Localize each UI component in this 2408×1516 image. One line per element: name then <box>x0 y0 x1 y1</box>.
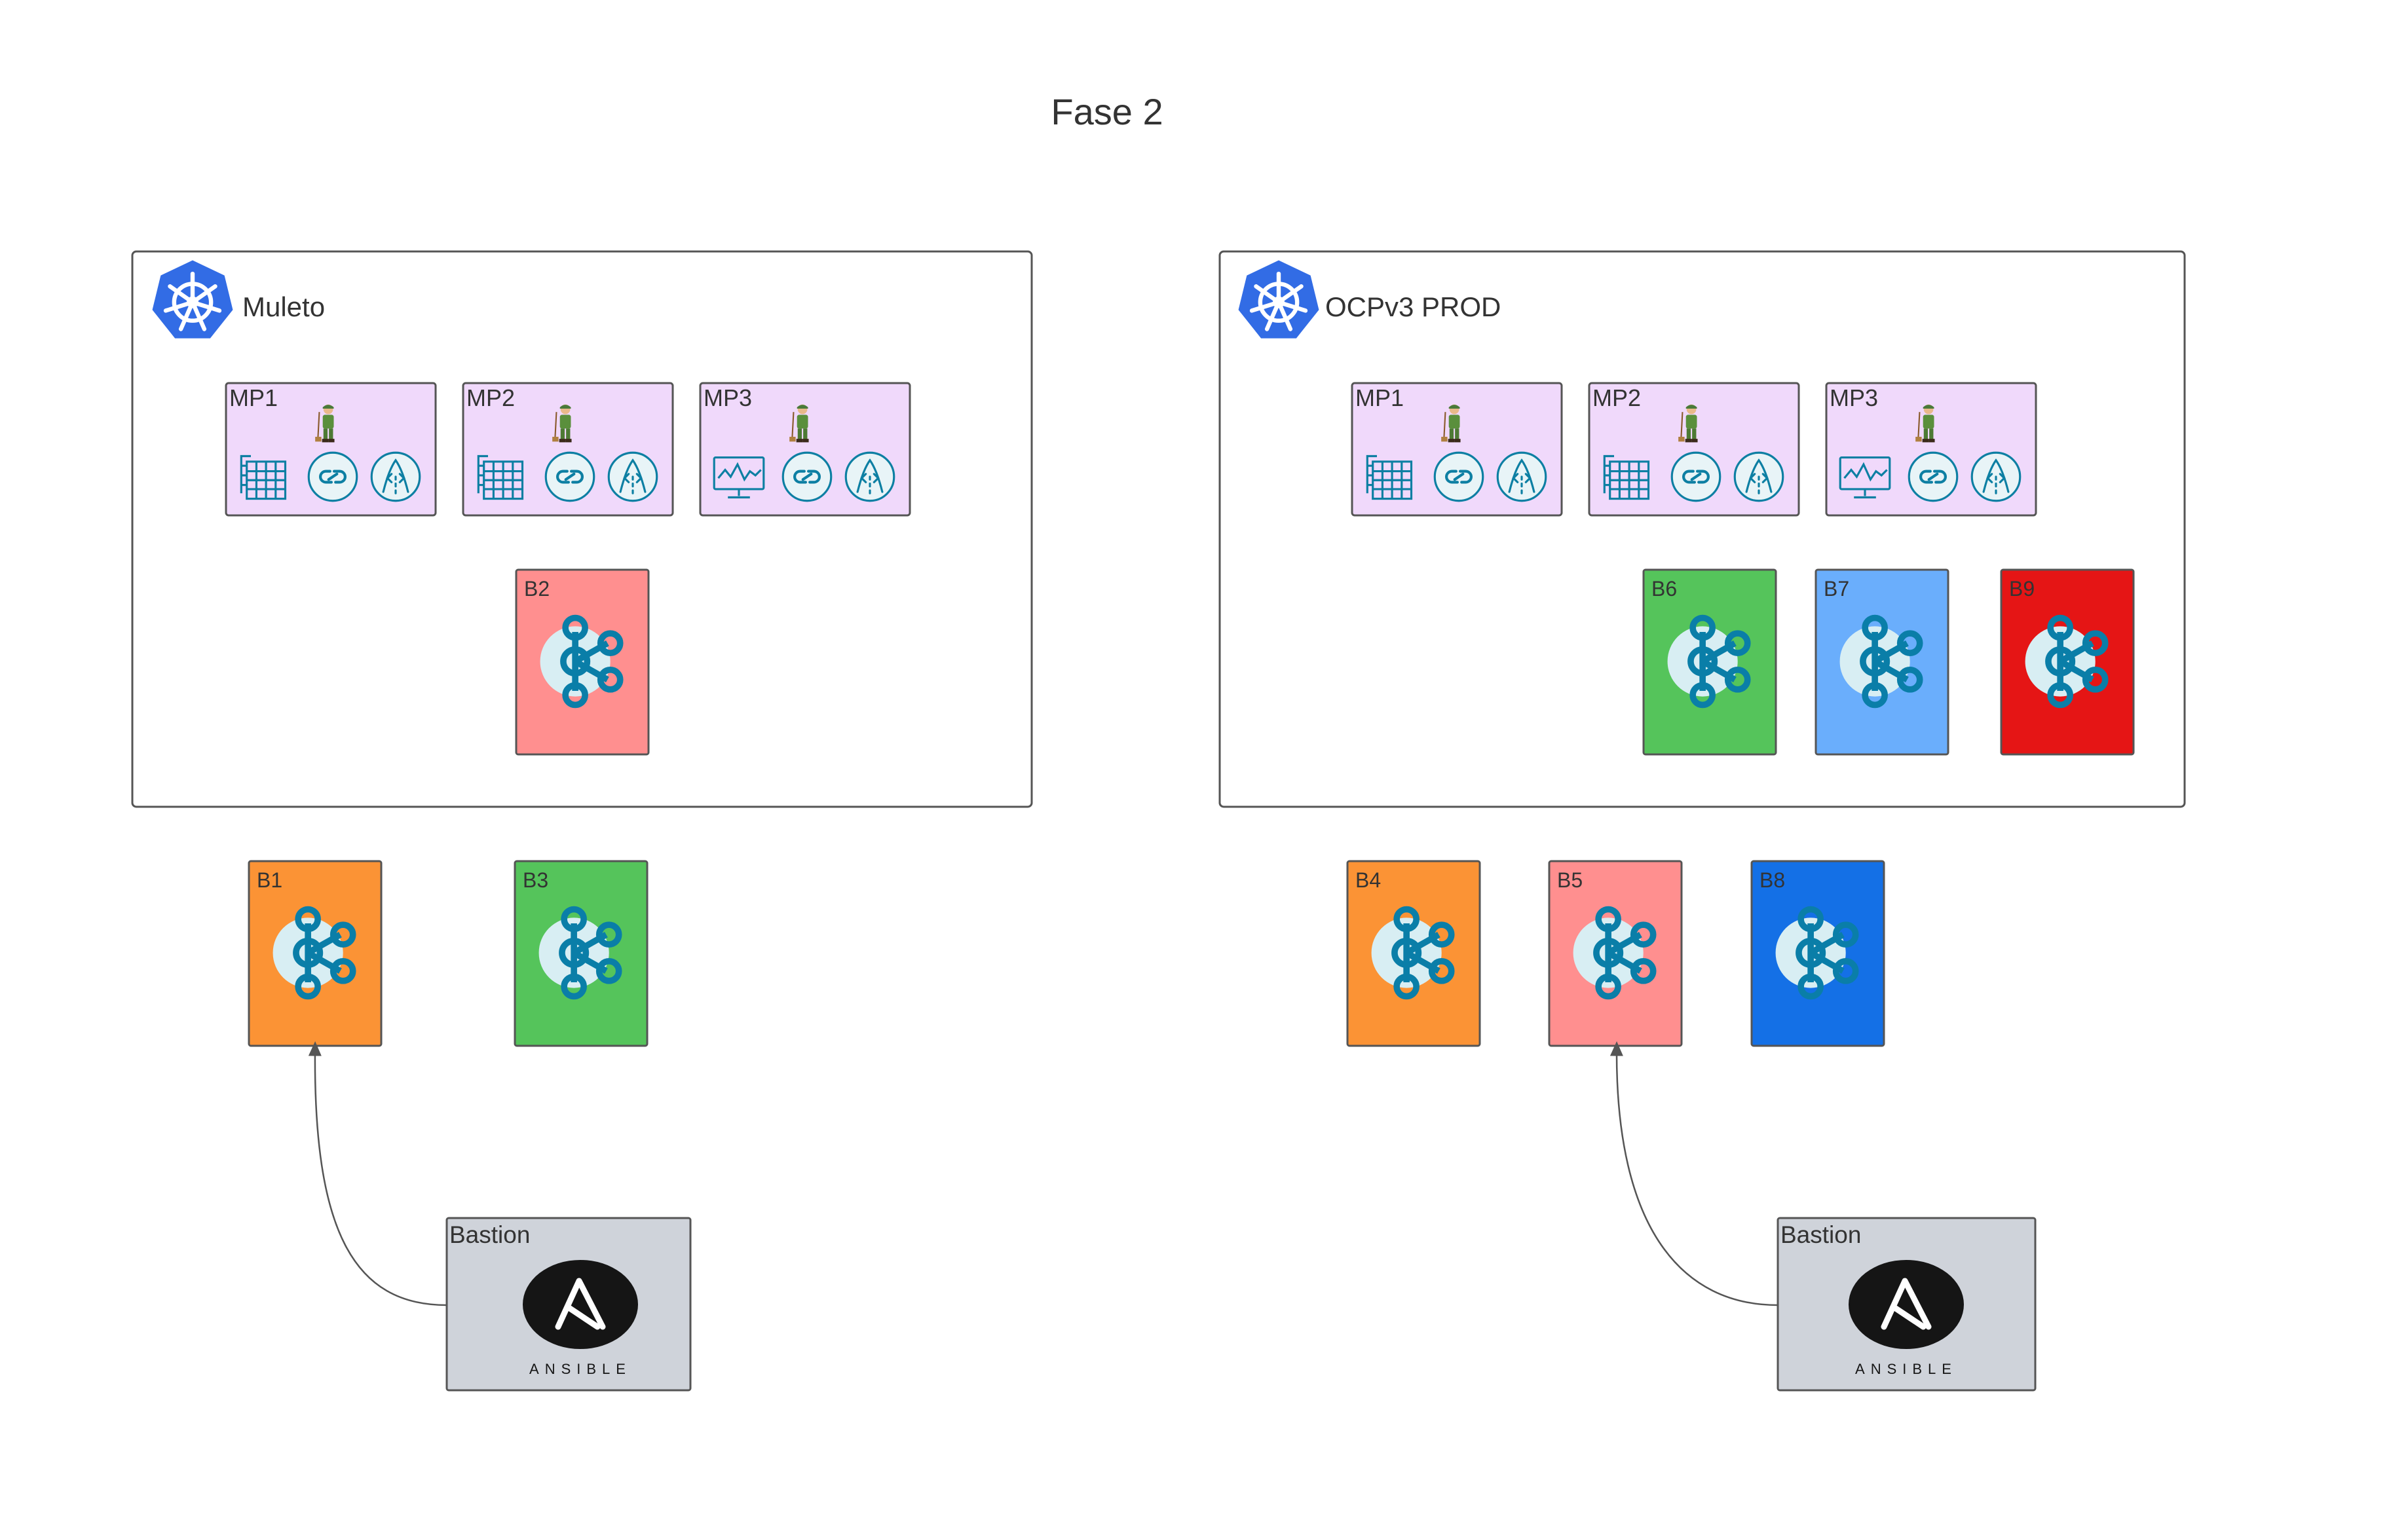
api-link-icon <box>1672 453 1720 501</box>
api-gateway-icon <box>1970 451 2022 502</box>
broker-b3[interactable]: B3 <box>514 860 649 1047</box>
broker-label: B3 <box>523 868 548 892</box>
pod-label: MP1 <box>229 384 278 411</box>
broker-label: B4 <box>1355 868 1381 892</box>
broker-label: B6 <box>1651 577 1677 601</box>
ansible-logo <box>523 1260 638 1349</box>
api-link-icon <box>783 453 831 501</box>
broker-b9[interactable]: B9 <box>2000 568 2135 756</box>
api-link-icon <box>309 453 357 501</box>
cluster-name: OCPv3 PROD <box>1325 291 1501 322</box>
api-link-icon <box>1435 453 1483 501</box>
ansible-wordmark: ANSIBLE <box>1855 1361 1957 1377</box>
pod-label: MP3 <box>1830 384 1878 411</box>
pod-label: MP1 <box>1355 384 1404 411</box>
broker-b7[interactable]: B7 <box>1815 568 1949 756</box>
api-gateway-icon <box>1496 451 1547 502</box>
broker-b5[interactable]: B5 <box>1548 860 1683 1047</box>
mule-pod-mp2[interactable]: MP2 <box>462 382 674 517</box>
mule-pod-mp3[interactable]: MP3 <box>699 382 911 517</box>
api-gateway-icon <box>370 451 421 502</box>
mule-pod-mp1[interactable]: MP1 <box>225 382 437 517</box>
connector-bastion-to-b1[interactable] <box>308 1041 447 1306</box>
broker-b2[interactable]: B2 <box>515 568 650 756</box>
broker-b6[interactable]: B6 <box>1642 568 1777 756</box>
broker-b1[interactable]: B1 <box>248 860 383 1047</box>
broker-label: B7 <box>1824 577 1849 601</box>
broker-label: B9 <box>2009 577 2035 601</box>
mule-pod-mp2[interactable]: MP2 <box>1588 382 1800 517</box>
pod-label: MP2 <box>466 384 515 411</box>
broker-b8[interactable]: B8 <box>1750 860 1885 1047</box>
broker-label: B5 <box>1557 868 1583 892</box>
bastion-label: Bastion <box>1780 1221 1861 1248</box>
cluster-name: Muleto <box>242 291 325 322</box>
bastion-right[interactable]: Bastion ANSIBLE <box>1777 1217 2037 1392</box>
connector-bastion-to-b5[interactable] <box>1609 1041 1778 1306</box>
api-gateway-icon <box>607 451 658 502</box>
diagram-title: Fase 2 <box>1051 91 1163 132</box>
pod-label: MP3 <box>704 384 752 411</box>
broker-label: B1 <box>257 868 282 892</box>
api-link-icon <box>546 453 594 501</box>
api-link-icon <box>1909 453 1957 501</box>
broker-b4[interactable]: B4 <box>1346 860 1481 1047</box>
api-gateway-icon <box>1733 451 1784 502</box>
broker-label: B8 <box>1759 868 1785 892</box>
ansible-logo <box>1849 1260 1964 1349</box>
broker-label: B2 <box>524 577 550 601</box>
bastion-left[interactable]: Bastion ANSIBLE <box>445 1217 692 1392</box>
ansible-wordmark: ANSIBLE <box>529 1361 631 1377</box>
bastion-label: Bastion <box>449 1221 530 1248</box>
pod-label: MP2 <box>1592 384 1641 411</box>
api-gateway-icon <box>844 451 895 502</box>
mule-pod-mp1[interactable]: MP1 <box>1351 382 1563 517</box>
mule-pod-mp3[interactable]: MP3 <box>1825 382 2037 517</box>
